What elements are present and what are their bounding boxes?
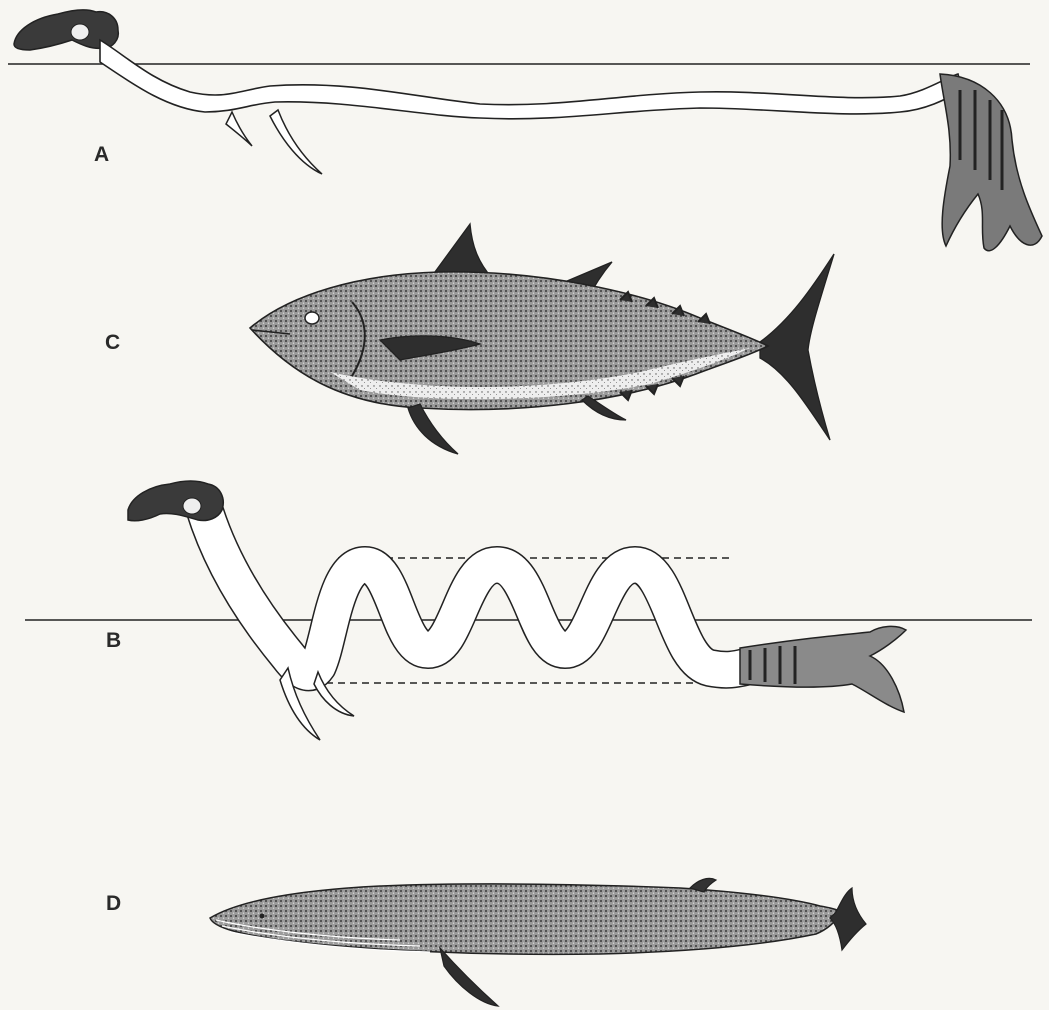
panel-label-d: D: [106, 893, 121, 914]
panel-c-eye: [305, 312, 319, 324]
panel-label-c: C: [105, 332, 120, 353]
panel-a-rear-flipper: [270, 110, 322, 174]
panel-c-pelvic-fin: [408, 404, 458, 454]
panel-c-tuna: [250, 224, 834, 454]
panel-c-tail-fin: [760, 254, 834, 440]
panel-c-first-dorsal-fin: [432, 224, 492, 278]
panel-a-front-flipper: [226, 112, 252, 146]
panel-a-body: [100, 40, 962, 119]
panel-a-serpent: [8, 10, 1042, 251]
panel-d-tail-flukes: [830, 888, 866, 950]
panel-label-a: A: [94, 144, 109, 165]
panel-label-b: B: [106, 630, 121, 651]
panel-b-rear-flipper: [314, 672, 354, 716]
panel-c-anal-fin: [582, 396, 626, 420]
panel-b-head: [128, 481, 223, 521]
panel-d-whale: [210, 878, 866, 1006]
panel-d-flipper: [440, 948, 498, 1006]
panel-b-serpent: [25, 481, 1032, 740]
